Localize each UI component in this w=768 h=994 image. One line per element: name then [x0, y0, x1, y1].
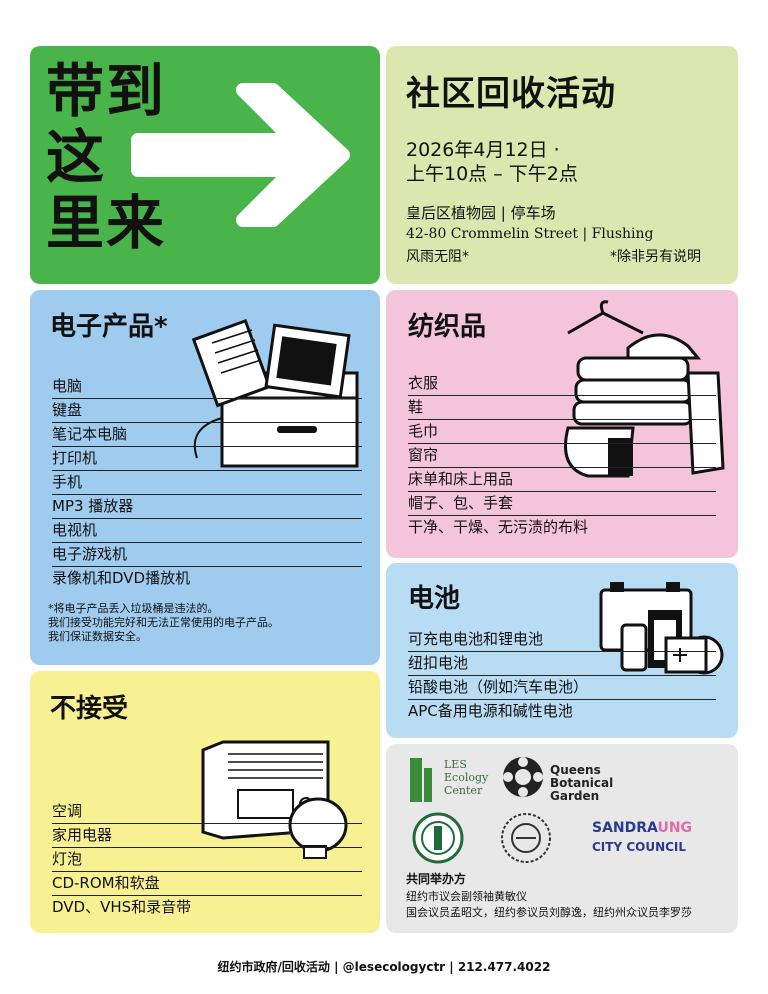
list-item: 空调 [52, 800, 362, 824]
batteries-title: 电池 [408, 584, 461, 614]
textiles-list: 衣服 鞋 毛巾 窗帘 床单和床上用品 帽子、包、手套 干净、干燥、无污渍的布料 [408, 372, 716, 540]
les-line: Center [444, 784, 483, 797]
les-line: Ecology [444, 771, 489, 784]
list-item: 纽扣电池 [408, 652, 716, 676]
footer-contact: 纽约市政府/回收活动 | @lesecologyctr | 212.477.40… [217, 960, 551, 974]
list-item: CD-ROM和软盘 [52, 872, 362, 896]
co-hosts-line-2: 国会议员孟昭文，纽约参议员刘醇逸，纽约州众议员李罗莎 [406, 906, 692, 919]
nyc-sanitation-seal-icon [412, 812, 464, 864]
fine-print-line: 我们接受功能完好和无法正常使用的电子产品。 [48, 616, 279, 629]
event-title: 社区回收活动 [406, 74, 616, 114]
clothing-pile-icon [564, 300, 725, 478]
electronics-list: 电脑 键盘 笔记本电脑 打印机 手机 MP3 播放器 电视机 电子游戏机 录像机… [52, 375, 362, 591]
les-ecology-logo-text: LES Ecology Center [444, 758, 488, 797]
unless-noted: *除非另有说明 [610, 249, 701, 265]
list-item: 毛巾 [408, 420, 716, 444]
list-item: 鞋 [408, 396, 716, 420]
list-item: APC备用电源和碱性电池 [408, 702, 573, 720]
list-item: 笔记本电脑 [52, 423, 362, 447]
list-item: DVD、VHS和录音带 [52, 898, 192, 916]
fine-print-line: *将电子产品丢入垃圾桶是违法的。 [48, 602, 219, 615]
list-item: 铅酸电池（例如汽车电池） [408, 676, 716, 700]
list-item: 电脑 [52, 375, 362, 399]
city-council-text: CITY COUNCIL [592, 840, 687, 854]
event-address: 42-80 Crommelin Street | Flushing [406, 226, 654, 242]
event-date: 2026年4月12日 · 上午10点 – 下午2点 [406, 138, 578, 186]
event-venue: 皇后区植物园 | 停车场 [406, 204, 556, 222]
event-info-panel [386, 46, 738, 284]
les-ecology-logo-icon [410, 758, 432, 802]
electronics-title: 电子产品* [50, 312, 168, 342]
event-time: 上午10点 – 下午2点 [406, 163, 578, 185]
list-item: 电视机 [52, 519, 362, 543]
hero-line-2: 这 [46, 123, 107, 191]
co-hosts-title: 共同举办方 [406, 872, 467, 886]
electronics-fine-print: *将电子产品丢入垃圾桶是违法的。 我们接受功能完好和无法正常使用的电子产品。 我… [48, 602, 279, 644]
list-item: 窗帘 [408, 444, 716, 468]
queens-botanical-logo-text: Queens Botanical Garden [550, 764, 613, 803]
rain-or-shine: 风雨无阻* [406, 249, 469, 265]
list-item: 衣服 [408, 372, 716, 396]
battery-icon [599, 582, 724, 675]
electronics-box-icon [191, 318, 359, 468]
ung-name: UNG [657, 820, 693, 836]
not-accepted-title: 不接受 [50, 694, 129, 724]
textiles-title: 纺织品 [408, 312, 487, 342]
list-item: 床单和床上用品 [408, 468, 716, 492]
event-date-line-1: 2026年4月12日 · [406, 139, 560, 161]
les-line: LES [444, 758, 467, 771]
list-item: 键盘 [52, 399, 362, 423]
list-item: 手机 [52, 471, 362, 495]
list-item: 打印机 [52, 447, 362, 471]
list-item: MP3 播放器 [52, 495, 362, 519]
hero-title: 带到 这 里来 [46, 58, 166, 256]
batteries-list: 可充电电池和锂电池 纽扣电池 铅酸电池（例如汽车电池） APC备用电源和碱性电池 [408, 628, 716, 724]
nyc-seal-icon [501, 813, 551, 863]
air-conditioner-icon [201, 740, 348, 859]
hero-line-3: 里来 [46, 189, 167, 257]
sandra-ung-logo: SANDRAUNG [592, 820, 692, 836]
qbg-line: Botanical [550, 776, 614, 790]
qbg-line: Garden [550, 789, 600, 803]
hero-line-1: 带到 [46, 57, 167, 125]
list-item: 灯泡 [52, 848, 362, 872]
arrow-right-icon [131, 83, 350, 227]
list-item: 家用电器 [52, 824, 362, 848]
not-accepted-list: 空调 家用电器 灯泡 CD-ROM和软盘 DVD、VHS和录音带 [52, 800, 362, 920]
list-item: 录像机和DVD播放机 [52, 569, 191, 587]
queens-botanical-flower-icon [503, 757, 543, 797]
fine-print-line: 我们保证数据安全。 [48, 630, 147, 643]
list-item: 可充电电池和锂电池 [408, 628, 716, 652]
co-hosts-line-1: 纽约市议会副领袖黄敏仪 [406, 890, 527, 903]
qbg-line: Queens [550, 763, 601, 777]
list-item: 帽子、包、手套 [408, 492, 716, 516]
list-item: 电子游戏机 [52, 543, 362, 567]
sandra-name: SANDRA [592, 820, 658, 836]
list-item: 干净、干燥、无污渍的布料 [408, 518, 589, 536]
